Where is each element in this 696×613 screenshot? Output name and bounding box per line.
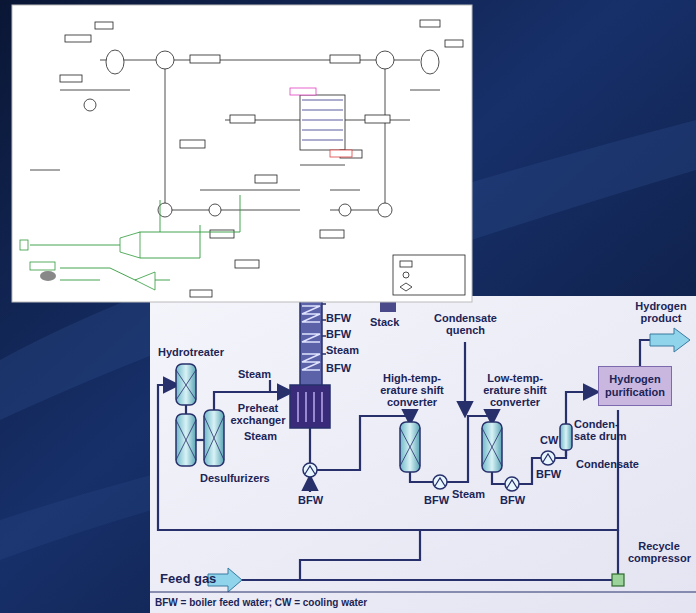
process-label: High-temp- erature shift converter [373,372,451,408]
process-label: Hydrogen product [632,300,690,324]
process-label: Feed gas [160,572,216,586]
process-label: Low-temp- erature shift converter [476,372,554,408]
process-label: BFW = boiler feed water; CW = cooling wa… [155,597,367,608]
process-label: Steam [452,488,485,500]
process-label: BFW [326,362,351,374]
process-label: BFW [326,328,351,340]
process-label: Steam [326,344,359,356]
process-label: Desulfurizers [200,472,270,484]
process-label: Conden- sate drum [574,418,632,442]
purification-box: Hydrogen purification [598,366,672,406]
node-text: Hydrogen purification [604,373,666,399]
process-label: Steam [238,368,271,380]
process-label: BFW [536,468,561,480]
process-label: Condensate [576,458,639,470]
process-label: Condensate quench [428,312,503,336]
process-label: BFW [326,312,351,324]
process-label: CW [540,434,558,446]
process-label: Recycle compressor [628,540,690,564]
process-label: Stack [370,316,399,328]
process-label: Preheat exchanger [228,402,288,426]
process-label: BFW [424,494,449,506]
process-label: Steam [244,430,277,442]
process-label: BFW [500,494,525,506]
process-label: BFW [298,494,323,506]
process-label: Hydrotreater [158,346,224,358]
